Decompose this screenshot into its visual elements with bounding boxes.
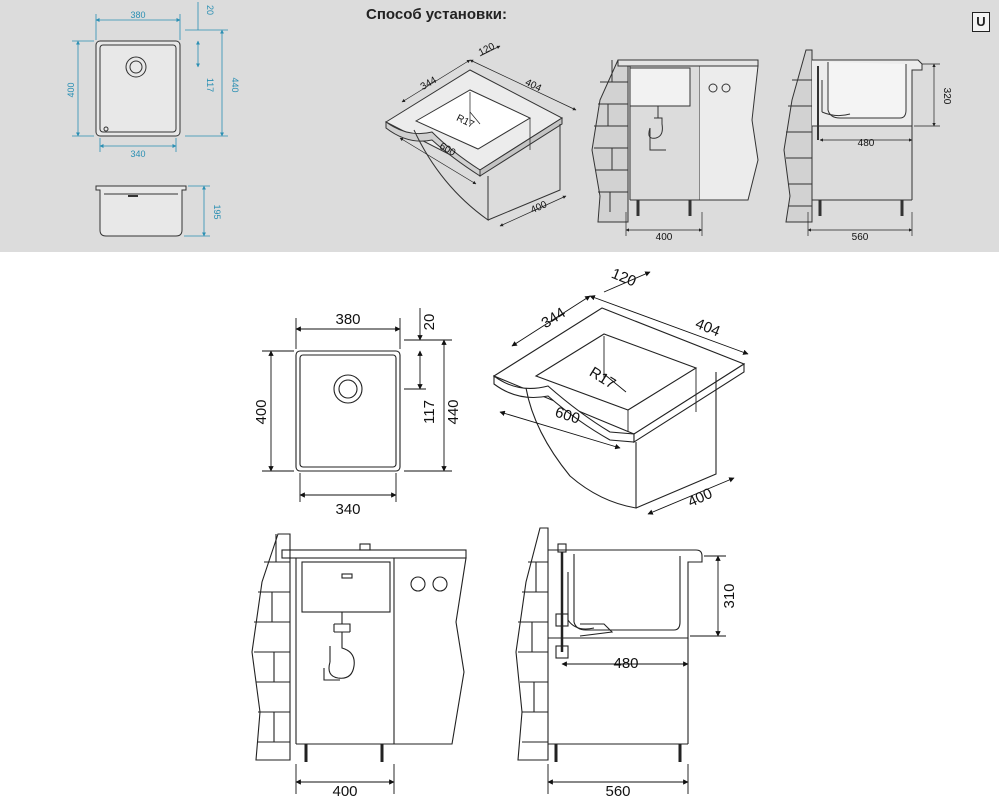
- dim-rim: 20: [205, 5, 215, 15]
- dim-iso-width: 344: [419, 75, 439, 93]
- isometric-small-dims: [399, 45, 577, 227]
- dim-iso-depth-large: 120: [609, 265, 639, 290]
- dim-iso-front-large: 600: [553, 404, 582, 428]
- dim-iso-width-large: 344: [538, 304, 568, 332]
- front-install-small: [591, 59, 759, 223]
- side-install-large: [515, 527, 703, 762]
- side-install-large-dims: [547, 555, 726, 794]
- isometric-large-dims: [499, 271, 749, 515]
- side-section-small: [95, 185, 187, 237]
- dim-side-offset-small: 480: [858, 138, 875, 149]
- front-install-large-dims: [295, 764, 395, 794]
- side-section-small-dims: [184, 185, 210, 237]
- dim-width-outer-large: 380: [335, 311, 360, 328]
- dim-height-outer: 400: [66, 82, 76, 97]
- dim-side-cabinet-small: 560: [852, 232, 869, 243]
- top-panel: Способ установки: U: [0, 0, 999, 252]
- dim-height-outer-large: 400: [253, 399, 270, 424]
- undermount-badge: U: [972, 12, 990, 32]
- top-view-large-dims: [262, 308, 452, 502]
- tap-hole-icon: [721, 83, 731, 93]
- drain-hole-icon: [125, 56, 147, 78]
- dim-front-cabinet-small: 400: [656, 232, 673, 243]
- top-view-small: [95, 40, 181, 137]
- front-install-small-dims: [625, 212, 703, 236]
- top-drawings: 380 340 400 440 117 20 195: [66, 2, 952, 243]
- side-install-small: [783, 49, 923, 223]
- overflow-icon: [103, 126, 109, 132]
- top-view-small-dims: [72, 2, 228, 152]
- dim-width-inner: 340: [130, 149, 145, 159]
- dim-side-height-large: 310: [721, 583, 738, 608]
- dim-front-cabinet-large: 400: [332, 783, 357, 800]
- side-install-small-dims: [807, 63, 940, 236]
- isometric-large: [492, 307, 746, 509]
- dim-iso-depth: 120: [477, 41, 497, 59]
- tap-hole-icon: [410, 576, 426, 592]
- dim-height-overall-large: 440: [445, 399, 462, 424]
- dim-depth: 195: [212, 204, 222, 219]
- front-install-large: [251, 533, 467, 762]
- dim-iso-length-large: 404: [693, 315, 723, 340]
- overflow-icon: [341, 573, 353, 579]
- tap-hole-icon: [432, 576, 448, 592]
- drain-hole-icon: [333, 374, 363, 404]
- dim-iso-cabinet-large: 400: [685, 485, 715, 511]
- dim-iso-length: 404: [523, 77, 543, 94]
- dim-side-height-top: 320: [941, 88, 952, 105]
- dim-height-overall: 440: [230, 77, 240, 92]
- bottom-drawings: 380 340 400 440 117 20 344 404 120 600 4…: [251, 265, 749, 800]
- dim-width-inner-large: 340: [335, 501, 360, 518]
- installation-heading: Способ установки:: [366, 6, 507, 23]
- dim-width-outer: 380: [130, 10, 145, 20]
- tap-hole-icon: [708, 83, 718, 93]
- dim-side-cabinet-large: 560: [605, 783, 630, 800]
- dim-drain-offset-large: 117: [421, 400, 438, 424]
- dim-side-offset-large: 480: [613, 655, 638, 672]
- dim-rim-large: 20: [421, 314, 438, 331]
- dim-drain-offset: 117: [205, 78, 215, 92]
- top-view-large: [295, 350, 401, 472]
